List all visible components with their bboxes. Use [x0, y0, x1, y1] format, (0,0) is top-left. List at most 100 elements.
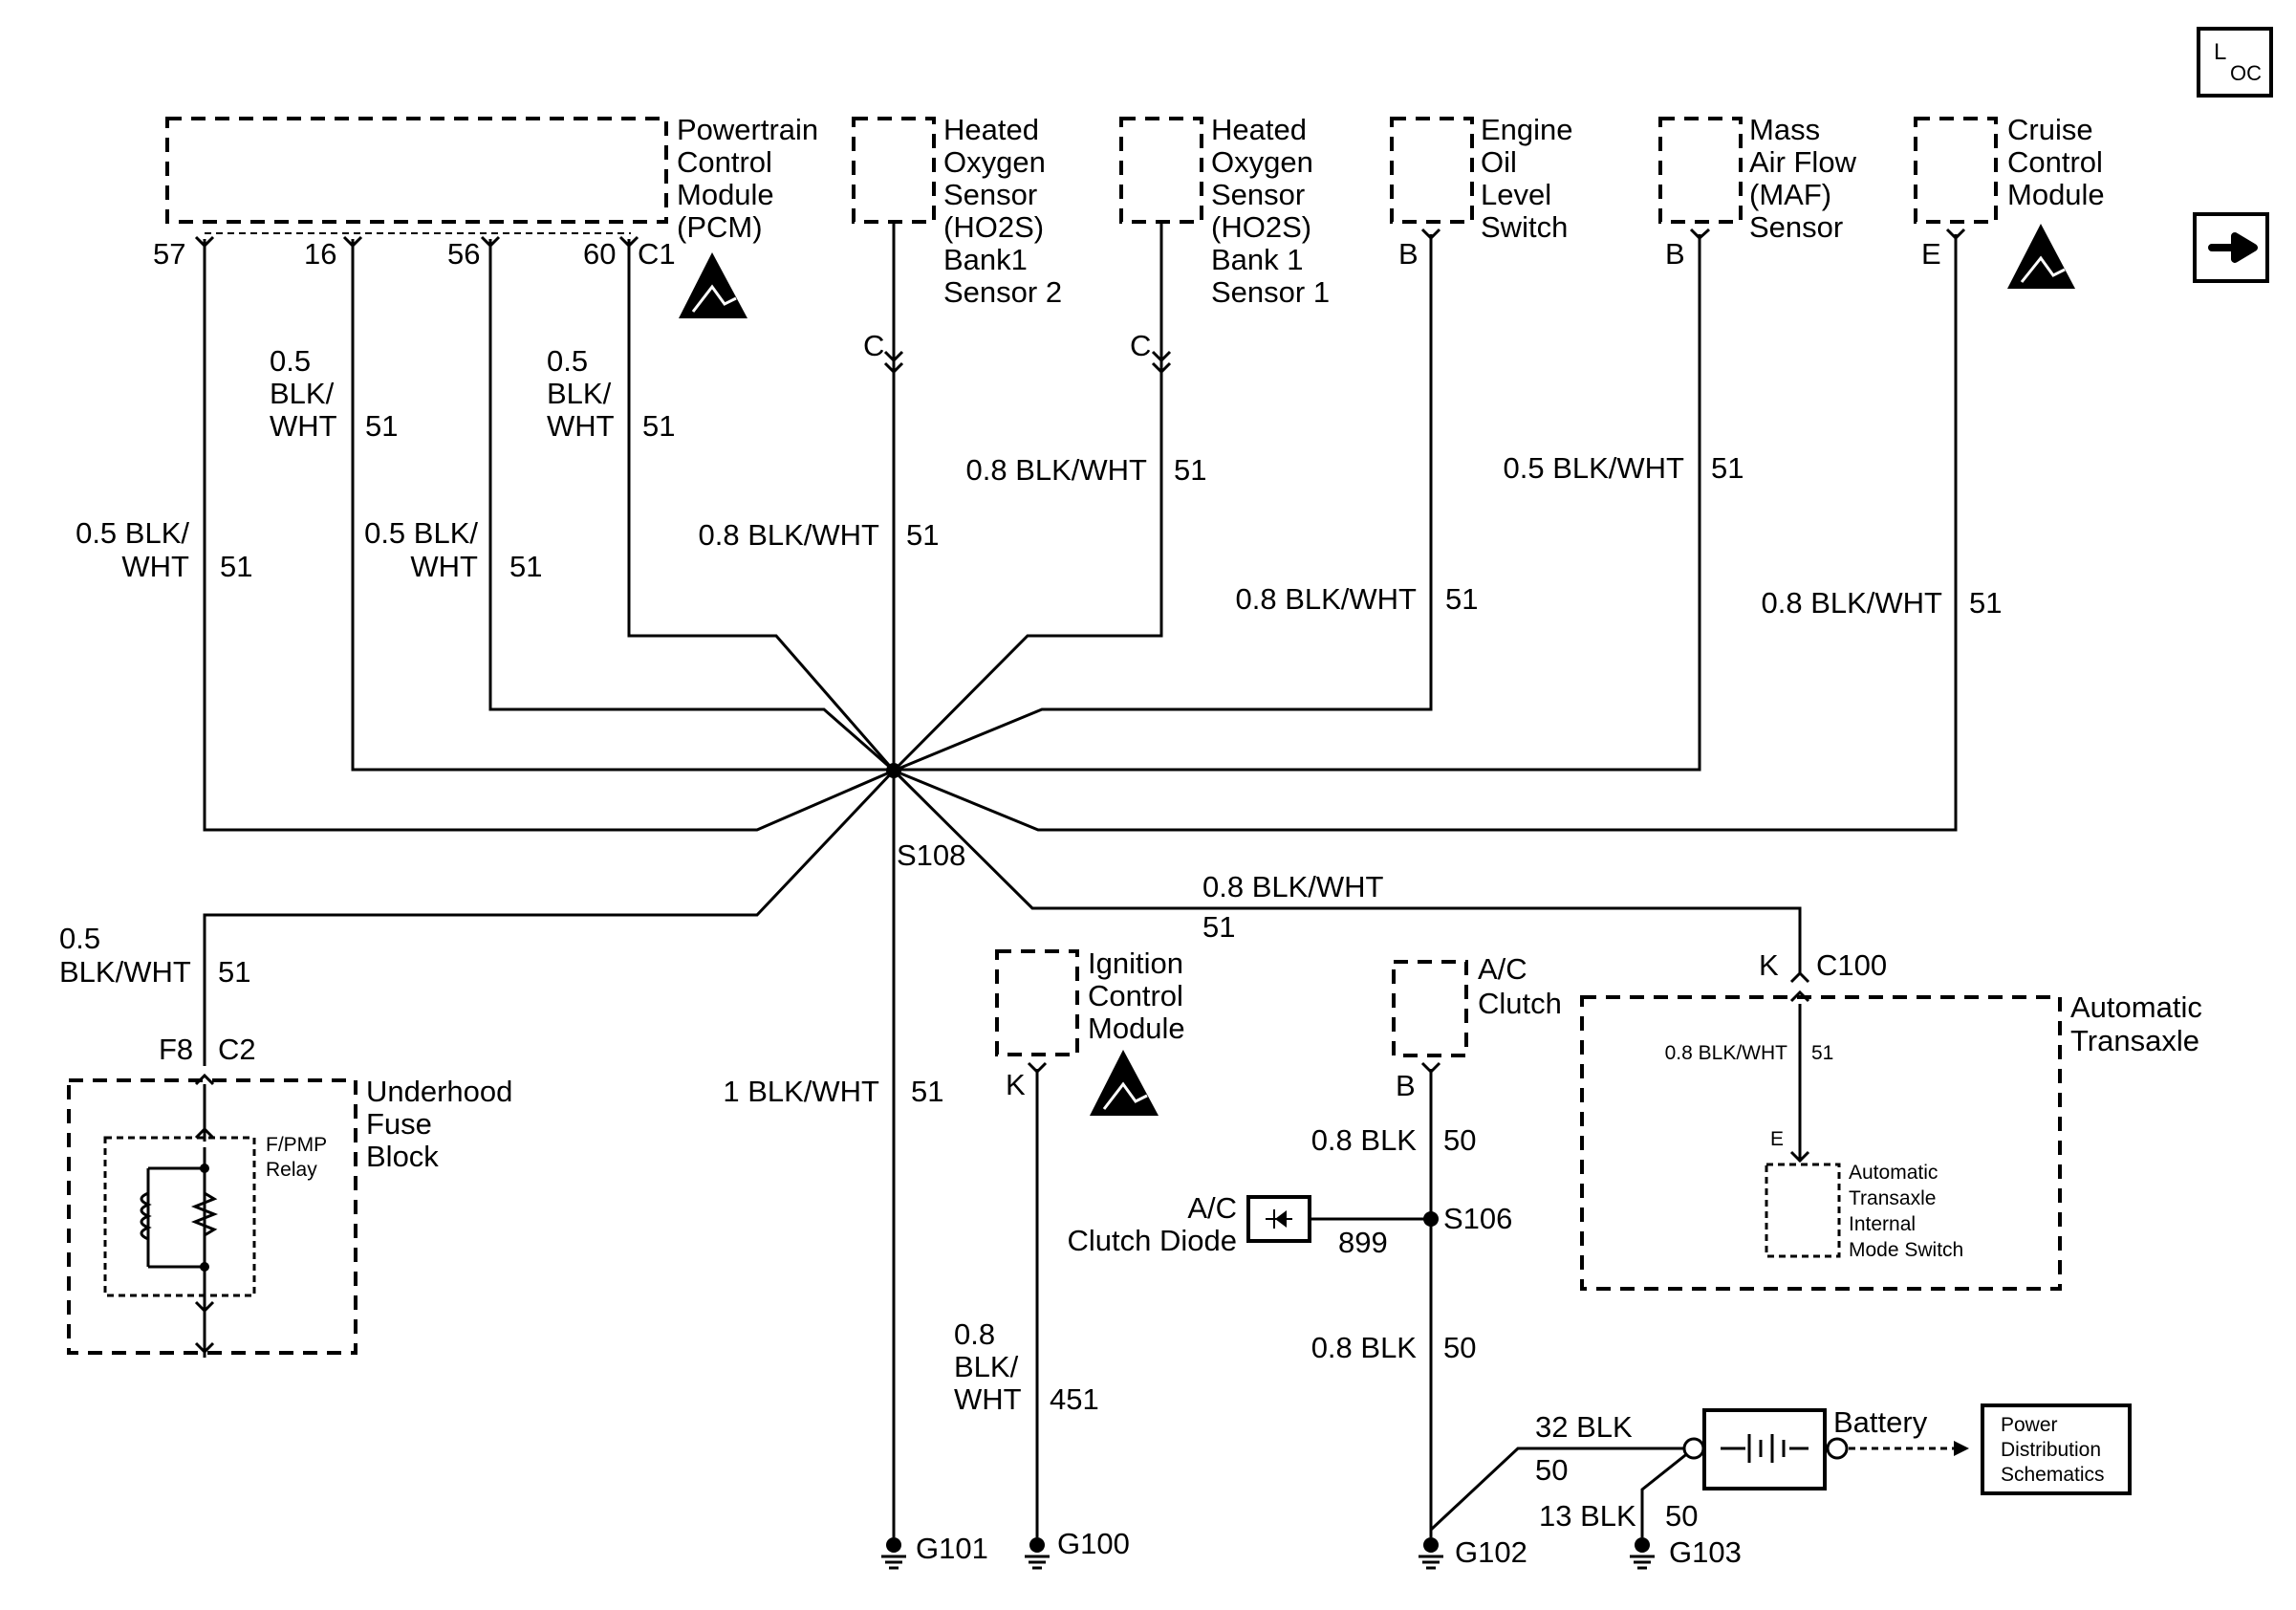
automatic-transaxle-component[interactable]: K C100 Automatic Transaxle 0.8 BLK/WHT 5…	[1580, 948, 2202, 1291]
svg-text:Battery: Battery	[1833, 1405, 1928, 1439]
svg-text:Automatic: Automatic	[1849, 1162, 1938, 1184]
svg-text:51: 51	[1711, 451, 1744, 485]
svg-text:0.5 BLK/: 0.5 BLK/	[364, 516, 478, 550]
svg-text:C: C	[863, 329, 884, 362]
battery-icon	[1721, 1434, 1809, 1463]
svg-text:Control: Control	[2007, 145, 2103, 179]
svg-text:C: C	[1130, 329, 1151, 362]
svg-text:51: 51	[509, 550, 542, 583]
underhood-fuse-block-component[interactable]: F8 C2 Underhood Fuse Block F/PMP Relay	[67, 1033, 512, 1358]
svg-text:E: E	[1921, 237, 1941, 271]
svg-text:Mode Switch: Mode Switch	[1849, 1239, 1963, 1261]
svg-text:Internal: Internal	[1849, 1213, 1916, 1235]
ground-g103: G103	[1630, 1535, 1742, 1570]
svg-text:Transaxle: Transaxle	[1849, 1187, 1936, 1209]
svg-text:K: K	[1759, 948, 1779, 982]
ho2s-bank1-sensor1-component[interactable]: Heated Oxygen Sensor (HO2S) Bank 1 Senso…	[1119, 113, 1330, 362]
ac-clutch-diode-component[interactable]: A/C Clutch Diode 899	[1068, 1191, 1388, 1259]
svg-text:50: 50	[1535, 1453, 1568, 1487]
coil-icon	[140, 1191, 152, 1241]
svg-text:Block: Block	[366, 1140, 439, 1173]
svg-text:51: 51	[911, 1075, 943, 1108]
svg-text:0.8 BLK/WHT: 0.8 BLK/WHT	[1762, 586, 1943, 620]
ground-g100: G100	[1025, 1527, 1130, 1570]
splice-s106-label: S106	[1443, 1202, 1512, 1235]
svg-text:Mass: Mass	[1749, 113, 1820, 146]
svg-text:(MAF): (MAF)	[1749, 178, 1831, 211]
svg-text:Sensor 1: Sensor 1	[1211, 275, 1330, 309]
svg-text:Fuse: Fuse	[366, 1107, 432, 1141]
svg-text:51: 51	[1174, 453, 1206, 487]
wire-labels: 0.5 BLK/ WHT 51 0.5 BLK/ WHT 51 0.5 BLK/…	[59, 344, 2002, 1533]
svg-text:Clutch: Clutch	[1478, 987, 1562, 1020]
svg-text:Ignition: Ignition	[1088, 946, 1183, 980]
battery-component[interactable]: Battery	[1682, 1405, 1928, 1490]
loc-button[interactable]: L OC	[2197, 27, 2273, 98]
svg-text:B: B	[1396, 1069, 1416, 1102]
svg-text:Module: Module	[1088, 1012, 1185, 1045]
diode-icon	[1266, 1209, 1292, 1229]
cruise-control-module-component[interactable]: Cruise Control Module E	[1914, 113, 2105, 271]
svg-text:BLK/: BLK/	[270, 377, 335, 410]
svg-text:32 BLK: 32 BLK	[1535, 1410, 1633, 1444]
wire-harness	[203, 222, 1969, 1537]
svg-text:0.8 BLK/WHT: 0.8 BLK/WHT	[699, 518, 880, 552]
svg-text:51: 51	[1969, 586, 2002, 620]
ignition-control-module-component[interactable]: Ignition Control Module K	[995, 946, 1185, 1101]
svg-text:0.8 BLK/WHT: 0.8 BLK/WHT	[1202, 870, 1384, 903]
svg-text:51: 51	[1445, 582, 1478, 616]
ac-clutch-component[interactable]: A/C Clutch B	[1392, 952, 1562, 1102]
svg-text:C100: C100	[1816, 948, 1887, 982]
svg-text:G102: G102	[1455, 1535, 1527, 1569]
svg-text:Engine: Engine	[1481, 113, 1573, 146]
ground-g102: G102	[1419, 1535, 1527, 1570]
svg-text:0.5 BLK/WHT: 0.5 BLK/WHT	[1504, 451, 1685, 485]
svg-text:F/PMP: F/PMP	[266, 1134, 327, 1156]
svg-text:Sensor: Sensor	[1749, 210, 1843, 244]
arrow-right-icon	[2208, 232, 2258, 263]
svg-text:Heated: Heated	[943, 113, 1039, 146]
svg-text:Bank 1: Bank 1	[1211, 243, 1304, 276]
svg-text:0.8 BLK: 0.8 BLK	[1311, 1331, 1418, 1364]
svg-text:899: 899	[1338, 1226, 1388, 1259]
svg-text:G100: G100	[1057, 1527, 1130, 1560]
svg-text:0.5: 0.5	[270, 344, 311, 378]
svg-text:Oxygen: Oxygen	[1211, 145, 1313, 179]
svg-text:Air Flow: Air Flow	[1749, 145, 1857, 179]
ground-icon	[1630, 1537, 1655, 1570]
ho2s-bank1-sensor2-component[interactable]: Heated Oxygen Sensor (HO2S) Bank1 Sensor…	[852, 113, 1062, 362]
svg-text:WHT: WHT	[410, 550, 478, 583]
svg-text:Bank1: Bank1	[943, 243, 1028, 276]
svg-text:Cruise: Cruise	[2007, 113, 2093, 146]
splice-s108-dot	[886, 763, 901, 778]
engine-oil-level-switch-component[interactable]: Engine Oil Level Switch B	[1390, 113, 1573, 271]
power-distribution-schematics-link[interactable]: Power Distribution Schematics	[1981, 1403, 2132, 1495]
pcm-component[interactable]: Powertrain Control Module (PCM) 57 16 56…	[153, 113, 818, 271]
svg-text:0.8 BLK/WHT: 0.8 BLK/WHT	[1665, 1042, 1788, 1064]
svg-text:Sensor: Sensor	[943, 178, 1037, 211]
svg-text:B: B	[1398, 237, 1419, 271]
svg-text:0.8 BLK/WHT: 0.8 BLK/WHT	[966, 453, 1148, 487]
svg-text:0.8 BLK: 0.8 BLK	[1311, 1123, 1418, 1157]
svg-text:Sensor: Sensor	[1211, 178, 1305, 211]
svg-text:Level: Level	[1481, 178, 1551, 211]
svg-text:51: 51	[220, 550, 252, 583]
svg-text:Module: Module	[677, 178, 774, 211]
next-page-button[interactable]	[2193, 212, 2269, 283]
svg-text:51: 51	[906, 518, 939, 552]
svg-text:51: 51	[642, 409, 675, 443]
svg-text:56: 56	[447, 237, 480, 271]
svg-text:Distribution: Distribution	[2001, 1439, 2101, 1461]
svg-text:0.8 BLK/WHT: 0.8 BLK/WHT	[1236, 582, 1418, 616]
svg-text:Oil: Oil	[1481, 145, 1517, 179]
svg-text:WHT: WHT	[121, 550, 189, 583]
svg-text:Switch: Switch	[1481, 210, 1568, 244]
svg-text:WHT: WHT	[547, 409, 615, 443]
svg-text:E: E	[1770, 1128, 1784, 1150]
svg-text:0.5: 0.5	[547, 344, 588, 378]
svg-text:Module: Module	[2007, 178, 2105, 211]
svg-text:16: 16	[304, 237, 336, 271]
maf-sensor-component[interactable]: Mass Air Flow (MAF) Sensor B	[1658, 113, 1857, 271]
ground-icon	[881, 1537, 906, 1570]
svg-text:Powertrain: Powertrain	[677, 113, 818, 146]
